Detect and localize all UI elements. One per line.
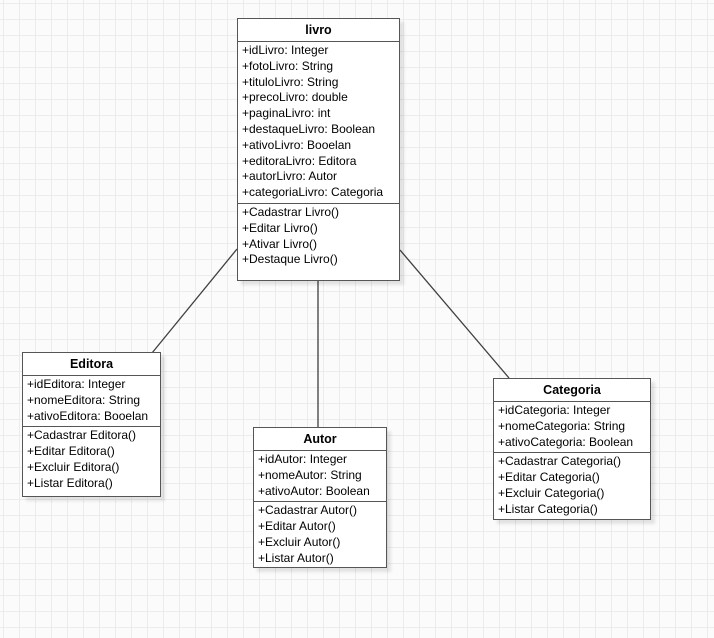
method-row: +Cadastrar Editora(): [27, 428, 137, 443]
attribute-row: +destaqueLivro: Boolean: [242, 121, 376, 136]
method-row: +Listar Editora(): [27, 475, 113, 490]
attribute-row: +ativoCategoria: Boolean: [498, 434, 634, 449]
attributes-section-livro: +idLivro: Integer+fotoLivro: String+titu…: [238, 42, 399, 204]
class-box-editora[interactable]: Editora +idEditora: Integer+nomeEditora:…: [22, 352, 161, 497]
method-row: +Editar Livro(): [242, 220, 318, 235]
method-row: +Excluir Categoria(): [498, 485, 605, 500]
method-row: +Editar Editora(): [27, 444, 115, 459]
attribute-row: +nomeEditora: String: [27, 392, 141, 407]
method-row: +Excluir Editora(): [27, 459, 120, 474]
attribute-row: +ativoEditora: Booelan: [27, 408, 149, 423]
method-row: +Excluir Autor(): [258, 534, 341, 549]
method-row: +Ativar Livro(): [242, 236, 318, 251]
class-box-autor[interactable]: Autor +idAutor: Integer+nomeAutor: Strin…: [253, 427, 387, 568]
class-box-categoria[interactable]: Categoria +idCategoria: Integer+nomeCate…: [493, 378, 651, 520]
attribute-row: +editoraLivro: Editora: [242, 153, 357, 168]
attribute-row: +fotoLivro: String: [242, 58, 334, 73]
attribute-row: +autorLivro: Autor: [242, 169, 338, 184]
method-row: +Cadastrar Autor(): [258, 503, 358, 518]
attribute-row: +tituloLivro: String: [242, 74, 339, 89]
class-title-livro: livro: [238, 19, 399, 42]
attribute-row: +precoLivro: double: [242, 90, 348, 105]
class-title-categoria: Categoria: [494, 379, 650, 402]
methods-section-autor: +Cadastrar Autor()+Editar Autor()+Exclui…: [254, 502, 386, 567]
attribute-row: +paginaLivro: int: [242, 106, 331, 121]
connector-livro-categoria[interactable]: [399, 249, 510, 379]
attribute-row: +categoriaLivro: Categoria: [242, 185, 384, 200]
class-box-livro[interactable]: livro +idLivro: Integer+fotoLivro: Strin…: [237, 18, 400, 281]
attribute-row: +nomeCategoria: String: [498, 418, 626, 433]
method-row: +Destaque Livro(): [242, 252, 338, 267]
attributes-section-categoria: +idCategoria: Integer+nomeCategoria: Str…: [494, 402, 650, 454]
method-row: +Listar Categoria(): [498, 501, 598, 516]
methods-section-categoria: +Cadastrar Categoria()+Editar Categoria(…: [494, 453, 650, 519]
method-row: +Editar Autor(): [258, 519, 336, 534]
method-row: +Listar Autor(): [258, 550, 334, 565]
attribute-row: +ativoAutor: Boolean: [258, 483, 370, 498]
class-title-editora: Editora: [23, 353, 160, 376]
attribute-row: +ativoLivro: Booelan: [242, 137, 352, 152]
attribute-row: +idLivro: Integer: [242, 43, 329, 57]
attribute-row: +idAutor: Integer: [258, 452, 348, 466]
connector-livro-editora[interactable]: [151, 248, 238, 354]
attributes-section-editora: +idEditora: Integer+nomeEditora: String+…: [23, 376, 160, 428]
methods-section-editora: +Cadastrar Editora()+Editar Editora()+Ex…: [23, 427, 160, 496]
attribute-row: +idEditora: Integer: [27, 377, 126, 391]
method-row: +Editar Categoria(): [498, 470, 600, 485]
methods-section-livro: +Cadastrar Livro()+Editar Livro()+Ativar…: [238, 204, 399, 280]
method-row: +Cadastrar Categoria(): [498, 454, 622, 469]
attribute-row: +nomeAutor: String: [258, 467, 362, 482]
method-row: +Cadastrar Livro(): [242, 204, 340, 219]
class-title-autor: Autor: [254, 428, 386, 451]
attributes-section-autor: +idAutor: Integer+nomeAutor: String+ativ…: [254, 451, 386, 503]
attribute-row: +idCategoria: Integer: [498, 403, 611, 417]
